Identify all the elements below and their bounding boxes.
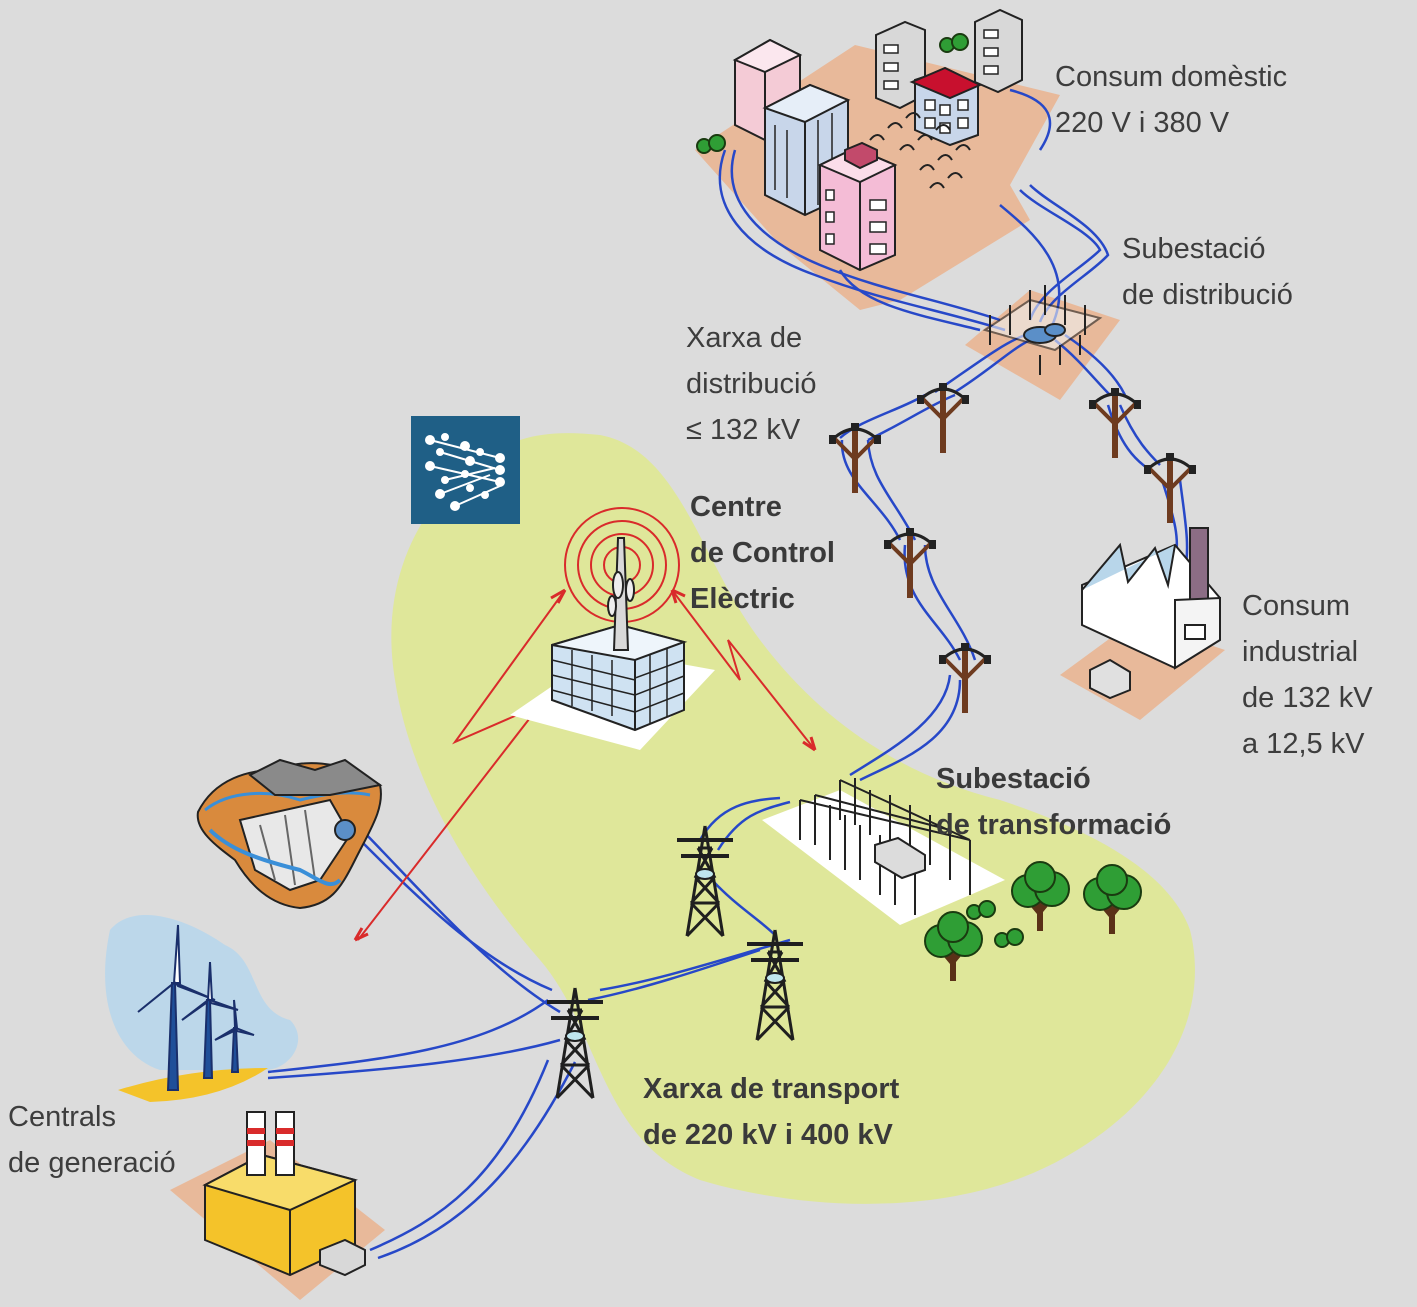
label-centrals-generacio: Centrals de generació: [8, 1094, 176, 1186]
label-consum-industrial: Consum industrial de 132 kV a 12,5 kV: [1242, 583, 1373, 767]
label-line: 220 V i 380 V: [1055, 107, 1230, 139]
label-centre-control: Centre de Control Elèctric: [690, 484, 835, 622]
antenna-icon: [564, 507, 680, 651]
label-xarxa-transport: Xarxa de transport de 220 kV i 400 kV: [643, 1066, 899, 1158]
label-line: a 12,5 kV: [1242, 728, 1365, 760]
transport-cables: [267, 674, 962, 1260]
transformation-substation-icon: [762, 778, 1005, 925]
label-consum-domestic: Consum domèstic 220 V i 380 V: [1055, 54, 1287, 146]
label-xarxa-distribucio: Xarxa de distribució ≤ 132 kV: [686, 315, 817, 453]
label-line: Consum domèstic: [1055, 61, 1288, 93]
label-line: Subestació: [936, 763, 1091, 795]
label-subestacio-distribucio: Subestació de distribució: [1122, 226, 1293, 318]
label-subestacio-transformacio: Subestació de transformació: [936, 756, 1171, 848]
factory-icon: [1081, 527, 1221, 700]
label-line: Xarxa de: [686, 322, 803, 354]
label-line: Consum: [1242, 590, 1350, 622]
control-signals: [353, 588, 817, 942]
network-logo-icon: [411, 416, 520, 524]
label-line: Centre: [690, 491, 782, 523]
pole-icon: [1144, 453, 1196, 523]
label-line: de 220 kV i 400 kV: [643, 1119, 893, 1151]
label-line: de transformació: [936, 809, 1172, 841]
thermal-plant-icon: [202, 1111, 366, 1277]
label-line: de Control: [690, 537, 835, 569]
control-center-icon: [510, 507, 715, 750]
label-line: Subestació: [1122, 233, 1266, 265]
city-buildings-icon: [732, 8, 1023, 272]
label-line: de 132 kV: [1242, 682, 1373, 714]
label-line: Centrals: [8, 1101, 116, 1133]
label-line: industrial: [1242, 636, 1359, 668]
label-line: distribució: [686, 368, 817, 400]
label-line: de generació: [8, 1147, 176, 1179]
pole-icon: [829, 423, 881, 493]
pole-icon: [1089, 388, 1141, 458]
label-line: de distribució: [1122, 279, 1293, 311]
pole-icon: [917, 383, 969, 453]
label-line: Elèctric: [690, 583, 795, 615]
wind-background: [105, 914, 299, 1070]
pole-icon: [939, 643, 991, 713]
wind-turbine-icon: [137, 924, 255, 1091]
distribution-cables: [718, 88, 1189, 661]
label-line: Xarxa de transport: [643, 1073, 900, 1105]
dam-icon: [196, 758, 383, 910]
tree-icon: [939, 33, 969, 53]
distribution-substation-icon: [982, 285, 1103, 375]
wind-sand: [118, 1068, 268, 1102]
label-line: ≤ 132 kV: [686, 414, 801, 446]
